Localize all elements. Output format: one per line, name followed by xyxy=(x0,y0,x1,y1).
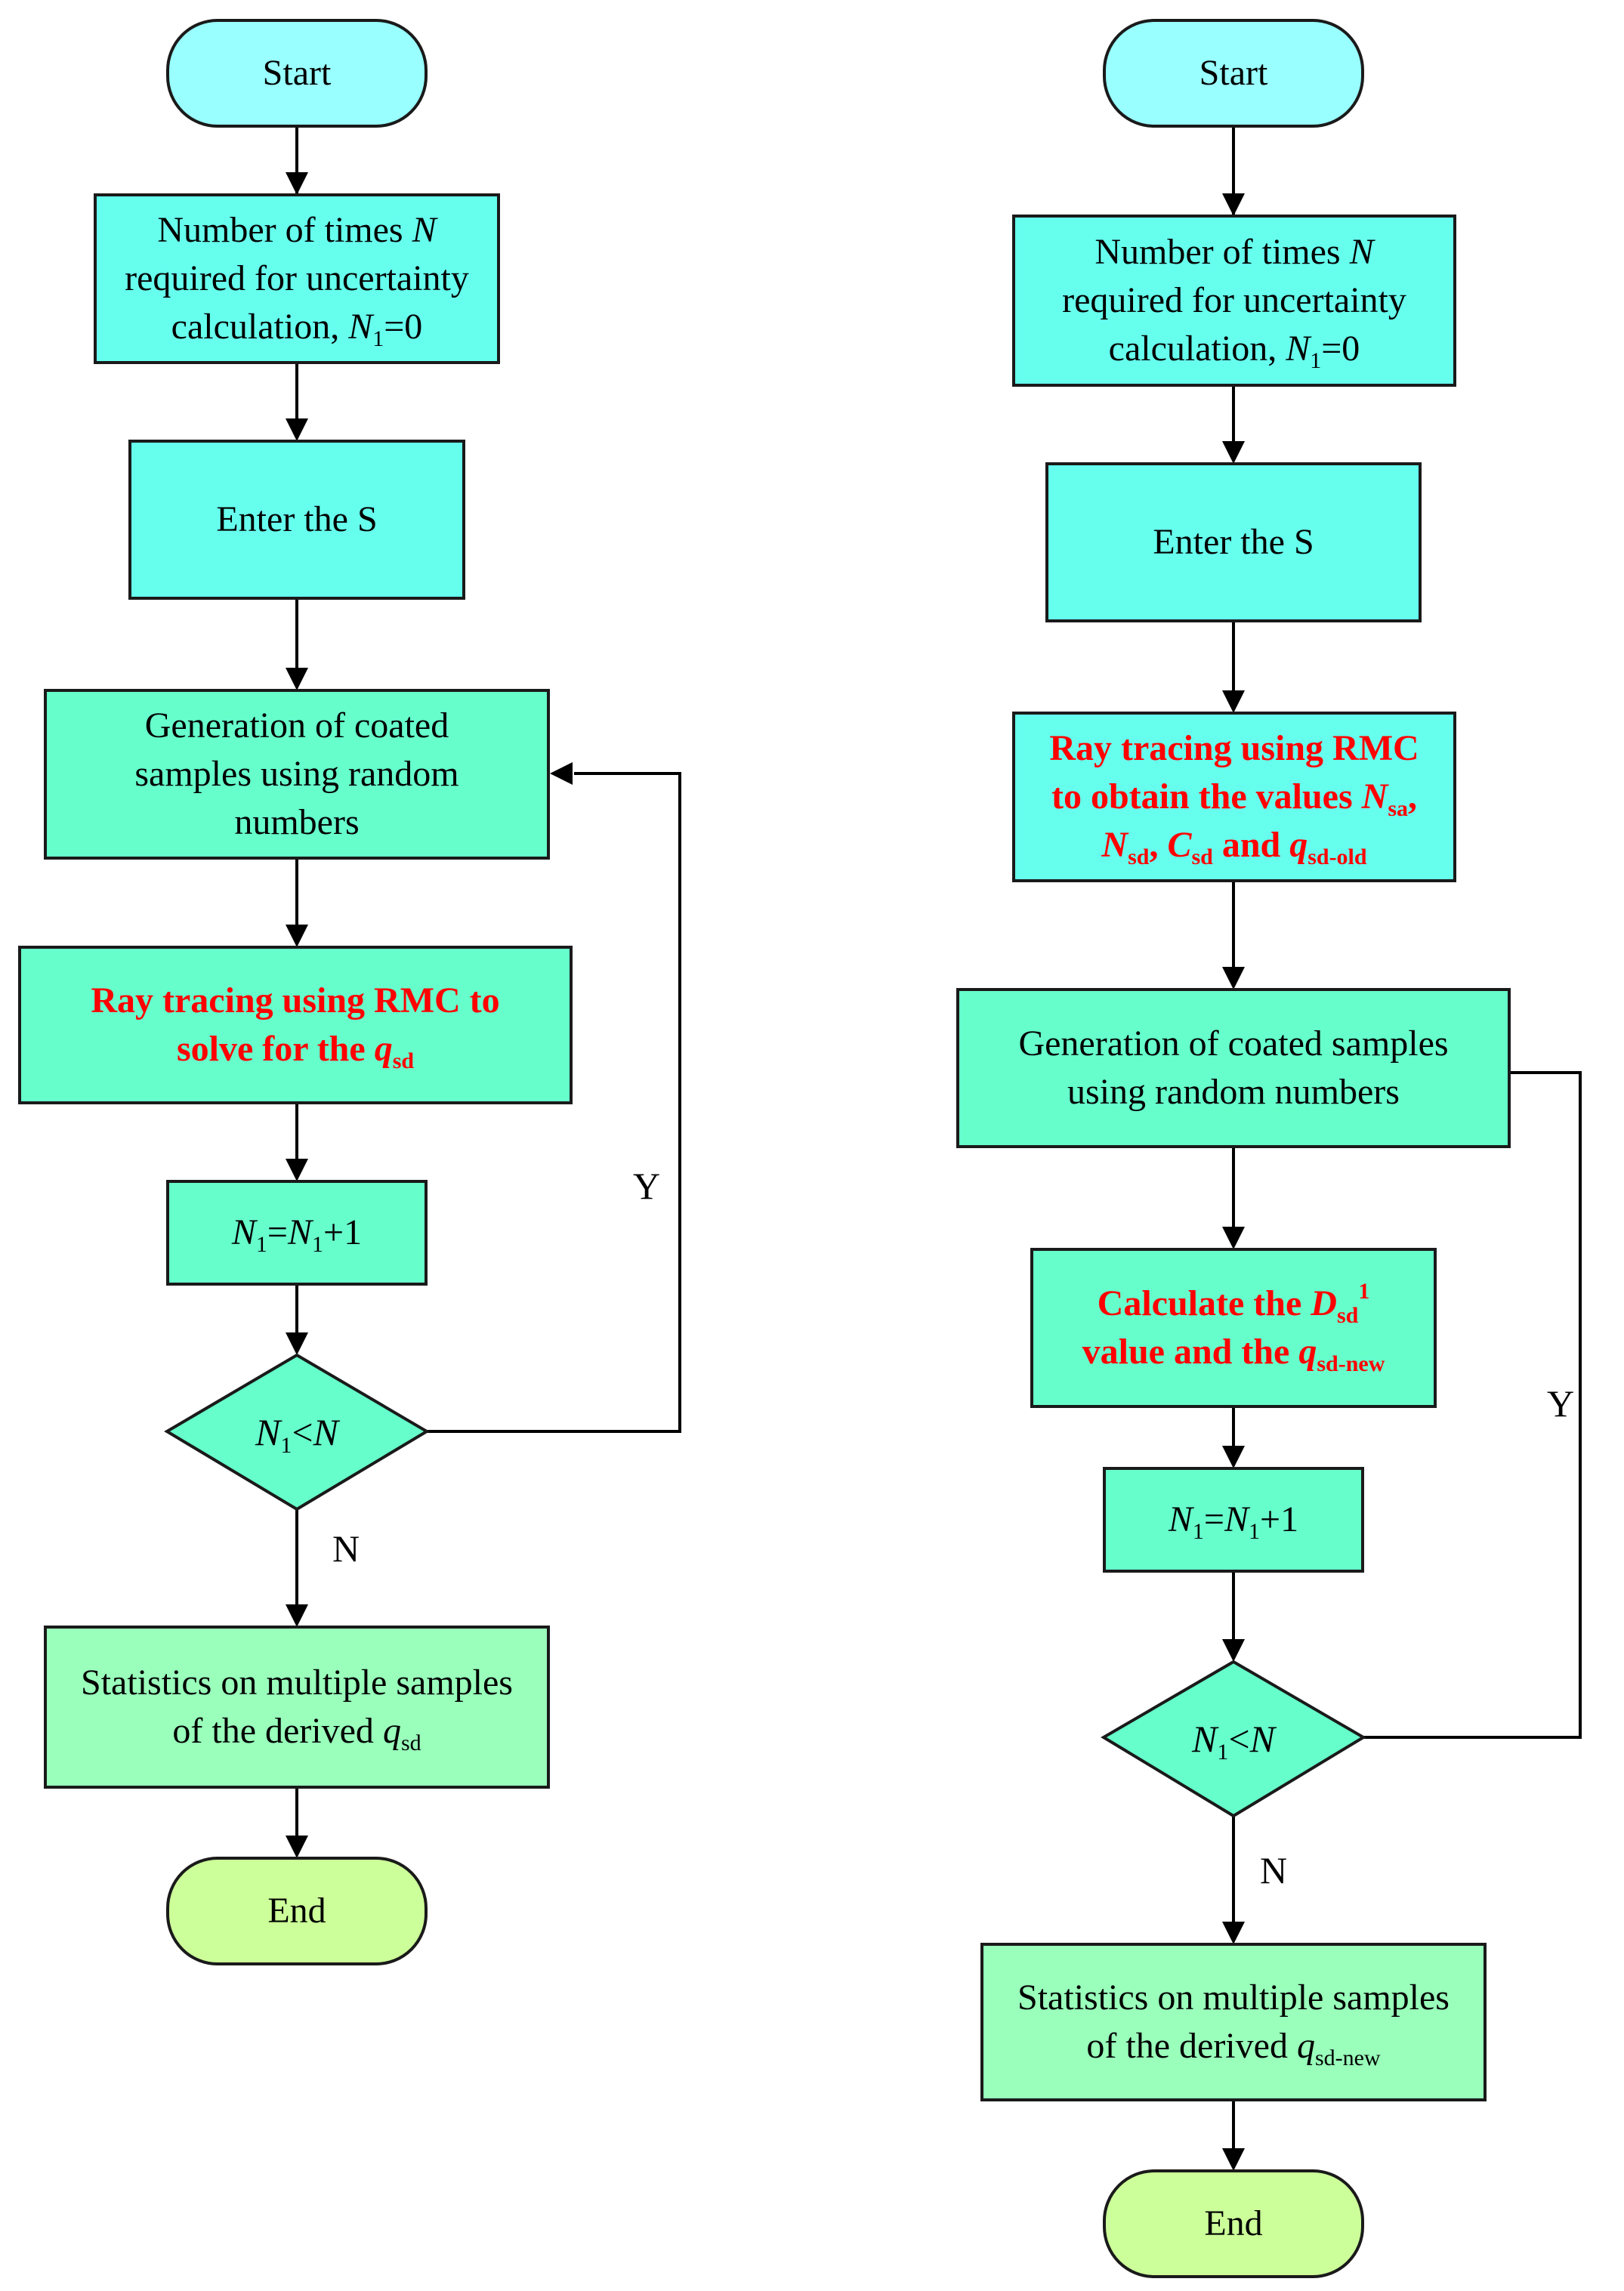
left-arrowhead-5 xyxy=(286,1159,308,1181)
right-generate-box: Generation of coated samples using rando… xyxy=(956,988,1511,1148)
left-increment-text: N1=N1+1 xyxy=(231,1212,363,1257)
right-arrowhead-7 xyxy=(1222,1639,1245,1662)
left-arrowhead-8 xyxy=(286,1836,308,1858)
right-init-box: Number of times N required for uncertain… xyxy=(1012,215,1456,387)
right-end-label: End xyxy=(1204,2203,1263,2243)
left-start-label: Start xyxy=(262,53,332,93)
left-stats-box: Statistics on multiple samples of the de… xyxy=(44,1626,550,1789)
left-no-label: N xyxy=(332,1527,360,1570)
left-end-terminal: End xyxy=(166,1857,428,1965)
right-increment-text: N1=N1+1 xyxy=(1168,1499,1299,1544)
left-enter-label: Enter the S xyxy=(216,499,378,539)
right-yes-label: Y xyxy=(1547,1382,1575,1425)
right-arrowhead-4 xyxy=(1222,967,1245,990)
right-generate-label: Generation of coated samples using rando… xyxy=(1018,1024,1449,1112)
right-raytrace-text: Ray tracing using RMC to obtain the valu… xyxy=(1049,728,1419,869)
left-generate-box: Generation of coated samples using rando… xyxy=(44,689,550,860)
left-start-terminal: Start xyxy=(166,19,428,128)
right-calculate-text: Calculate the Dsd1 value and the qsd-new xyxy=(1082,1279,1385,1376)
left-decision-label: N1<N xyxy=(255,1411,338,1458)
right-enter-label: Enter the S xyxy=(1153,522,1314,562)
right-calculate-box: Calculate the Dsd1 value and the qsd-new xyxy=(1030,1248,1437,1408)
right-start-terminal: Start xyxy=(1103,19,1364,128)
right-arrowhead-1 xyxy=(1222,193,1245,216)
right-arrowhead-2 xyxy=(1222,441,1245,464)
right-raytrace-box: Ray tracing using RMC to obtain the valu… xyxy=(1012,712,1456,882)
left-yes-label: Y xyxy=(633,1165,661,1207)
left-arrowhead-4 xyxy=(286,925,308,947)
left-init-text: Number of times N required for uncertain… xyxy=(125,210,469,351)
left-decision-diamond xyxy=(164,1353,430,1511)
right-no-label: N xyxy=(1260,1849,1288,1891)
left-stats-text: Statistics on multiple samples of the de… xyxy=(81,1663,513,1755)
right-loop-back-line xyxy=(1320,1071,1582,1739)
left-generate-label: Generation of coated samples using rando… xyxy=(134,706,459,842)
left-arrowhead-2 xyxy=(286,418,308,441)
right-arrowhead-8 xyxy=(1222,1922,1245,1944)
left-init-box: Number of times N required for uncertain… xyxy=(94,193,500,364)
right-stats-box: Statistics on multiple samples of the de… xyxy=(980,1943,1487,2101)
left-arrowhead-3 xyxy=(286,668,308,690)
right-stats-text: Statistics on multiple samples of the de… xyxy=(1017,1978,1450,2070)
right-end-terminal: End xyxy=(1103,2169,1364,2278)
right-arrowhead-6 xyxy=(1222,1446,1245,1468)
left-arrowhead-1 xyxy=(286,172,308,195)
left-raytrace-text: Ray tracing using RMC to solve for the q… xyxy=(91,980,500,1073)
left-loop-back-line xyxy=(427,772,681,1433)
left-arrowhead-7 xyxy=(286,1604,308,1627)
right-enter-box: Enter the S xyxy=(1045,462,1422,622)
right-arrowhead-9 xyxy=(1222,2148,1245,2171)
right-arrowhead-5 xyxy=(1222,1227,1245,1249)
left-raytrace-box: Ray tracing using RMC to solve for the q… xyxy=(18,946,573,1104)
left-loop-arrowhead xyxy=(550,762,573,785)
left-increment-box: N1=N1+1 xyxy=(166,1180,428,1286)
left-arrowhead-6 xyxy=(286,1332,308,1355)
right-init-text: Number of times N required for uncertain… xyxy=(1062,232,1406,373)
left-enter-box: Enter the S xyxy=(128,440,465,600)
right-arrowhead-3 xyxy=(1222,690,1245,713)
right-increment-box: N1=N1+1 xyxy=(1103,1467,1364,1573)
right-start-label: Start xyxy=(1199,53,1268,93)
right-decision-diamond xyxy=(1101,1660,1366,1818)
left-end-label: End xyxy=(267,1891,326,1931)
right-decision-label: N1<N xyxy=(1192,1718,1275,1765)
